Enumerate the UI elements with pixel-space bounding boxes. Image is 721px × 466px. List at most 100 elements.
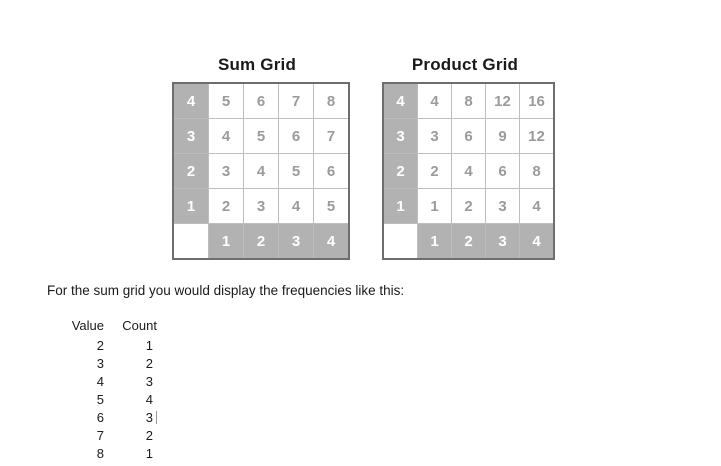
frequency-count-text: 3 bbox=[145, 374, 153, 389]
grid-cell: 4 bbox=[208, 118, 244, 154]
grid-cell: 4 bbox=[278, 188, 314, 224]
grid-row: 2 3 4 5 6 bbox=[172, 153, 350, 189]
column-header-cell: 2 bbox=[243, 223, 279, 260]
frequency-value-cell: 6 bbox=[96, 410, 104, 425]
grid-cell: 5 bbox=[313, 188, 350, 224]
grid-cell: 4 bbox=[417, 82, 452, 119]
grid-row: 3 3 6 9 12 bbox=[382, 118, 555, 154]
sum-grid-table: 4 5 6 7 8 3 4 5 6 7 2 3 4 5 bbox=[172, 82, 350, 260]
grid-corner-cell bbox=[382, 223, 418, 260]
grid-cell: 5 bbox=[208, 82, 244, 119]
grid-corner-cell bbox=[172, 223, 209, 260]
grid-cell: 16 bbox=[519, 82, 555, 119]
grid-cell: 8 bbox=[519, 153, 555, 189]
table-row: 6 3 bbox=[62, 409, 157, 427]
grid-cell: 9 bbox=[485, 118, 520, 154]
product-grid-title: Product Grid bbox=[411, 55, 519, 74]
row-header-cell: 1 bbox=[382, 188, 418, 224]
grids-area: Sum Grid 4 5 6 7 8 3 4 5 6 7 2 bbox=[172, 55, 555, 260]
table-row: 3 2 bbox=[62, 355, 157, 373]
frequency-value-cell: 3 bbox=[96, 356, 104, 371]
frequency-value-cell: 2 bbox=[96, 338, 104, 353]
grid-cell: 2 bbox=[208, 188, 244, 224]
frequency-count-text: 4 bbox=[145, 392, 153, 407]
frequency-count-text: 2 bbox=[145, 428, 153, 443]
grid-column-header-row: 1 2 3 4 bbox=[382, 223, 555, 260]
column-header-cell: 4 bbox=[313, 223, 350, 260]
table-row: 2 1 bbox=[62, 337, 157, 355]
grid-cell: 5 bbox=[278, 153, 314, 189]
sum-grid-block: Sum Grid 4 5 6 7 8 3 4 5 6 7 2 bbox=[172, 55, 350, 260]
table-row: 8 1 bbox=[62, 445, 157, 463]
frequency-count-cell: 4 bbox=[104, 391, 157, 409]
product-grid-block: Product Grid 4 4 8 12 16 3 3 6 9 12 bbox=[382, 55, 555, 260]
table-row: 5 4 bbox=[62, 391, 157, 409]
frequency-value-cell: 7 bbox=[96, 428, 104, 443]
grid-cell: 2 bbox=[451, 188, 486, 224]
column-header-cell: 3 bbox=[485, 223, 520, 260]
row-header-cell: 3 bbox=[172, 118, 209, 154]
frequency-table-header-row: Value Count bbox=[62, 317, 157, 337]
grid-row: 3 4 5 6 7 bbox=[172, 118, 350, 154]
grid-cell: 3 bbox=[208, 153, 244, 189]
frequency-table: Value Count 2 1 3 2 4 3 5 4 6 3 7 2 8 bbox=[62, 317, 157, 463]
grid-row: 4 4 8 12 16 bbox=[382, 82, 555, 119]
grid-cell: 4 bbox=[519, 188, 555, 224]
column-header-cell: 1 bbox=[208, 223, 244, 260]
grid-column-header-row: 1 2 3 4 bbox=[172, 223, 350, 260]
intro-sentence: For the sum grid you would display the f… bbox=[47, 283, 405, 298]
grid-cell: 3 bbox=[417, 118, 452, 154]
product-grid-table: 4 4 8 12 16 3 3 6 9 12 2 2 4 6 bbox=[382, 82, 555, 260]
column-header-cell: 1 bbox=[417, 223, 452, 260]
frequency-count-cell: 2 bbox=[104, 355, 157, 373]
frequency-count-text: 1 bbox=[145, 446, 153, 461]
grid-cell: 6 bbox=[243, 82, 279, 119]
grid-cell: 6 bbox=[485, 153, 520, 189]
column-header-cell: 3 bbox=[278, 223, 314, 260]
grid-cell: 3 bbox=[243, 188, 279, 224]
row-header-cell: 1 bbox=[172, 188, 209, 224]
grid-cell: 3 bbox=[485, 188, 520, 224]
frequency-count-text: 1 bbox=[145, 338, 153, 353]
grid-cell: 4 bbox=[243, 153, 279, 189]
row-header-cell: 3 bbox=[382, 118, 418, 154]
grid-row: 2 2 4 6 8 bbox=[382, 153, 555, 189]
row-header-cell: 2 bbox=[172, 153, 209, 189]
grid-cell: 12 bbox=[485, 82, 520, 119]
grid-row: 1 1 2 3 4 bbox=[382, 188, 555, 224]
text-caret bbox=[156, 411, 157, 424]
column-header-cell: 4 bbox=[519, 223, 555, 260]
grid-cell: 6 bbox=[451, 118, 486, 154]
frequency-count-cell: 3 bbox=[104, 373, 157, 391]
grid-cell: 12 bbox=[519, 118, 555, 154]
row-header-cell: 4 bbox=[382, 82, 418, 119]
grid-row: 1 2 3 4 5 bbox=[172, 188, 350, 224]
frequency-count-text: 2 bbox=[145, 356, 153, 371]
frequency-count-cell: 1 bbox=[104, 337, 157, 355]
grid-cell: 7 bbox=[278, 82, 314, 119]
grid-cell: 5 bbox=[243, 118, 279, 154]
grid-row: 4 5 6 7 8 bbox=[172, 82, 350, 119]
frequency-header-value: Value bbox=[71, 318, 104, 333]
frequency-count-text: 3 bbox=[145, 410, 153, 425]
frequency-count-cell: 2 bbox=[104, 427, 157, 445]
grid-cell: 7 bbox=[313, 118, 350, 154]
sum-grid-title: Sum Grid bbox=[217, 55, 297, 74]
frequency-header-count: Count bbox=[122, 318, 157, 333]
column-header-cell: 2 bbox=[451, 223, 486, 260]
grid-cell: 4 bbox=[451, 153, 486, 189]
frequency-count-cell: 1 bbox=[104, 445, 157, 463]
grid-cell: 8 bbox=[313, 82, 350, 119]
grid-cell: 8 bbox=[451, 82, 486, 119]
frequency-value-cell: 4 bbox=[96, 374, 104, 389]
frequency-count-cell: 3 bbox=[104, 409, 157, 427]
grid-cell: 6 bbox=[313, 153, 350, 189]
row-header-cell: 4 bbox=[172, 82, 209, 119]
row-header-cell: 2 bbox=[382, 153, 418, 189]
frequency-value-cell: 8 bbox=[96, 446, 104, 461]
grid-cell: 2 bbox=[417, 153, 452, 189]
frequency-value-cell: 5 bbox=[96, 392, 104, 407]
grid-cell: 1 bbox=[417, 188, 452, 224]
grid-cell: 6 bbox=[278, 118, 314, 154]
table-row: 4 3 bbox=[62, 373, 157, 391]
